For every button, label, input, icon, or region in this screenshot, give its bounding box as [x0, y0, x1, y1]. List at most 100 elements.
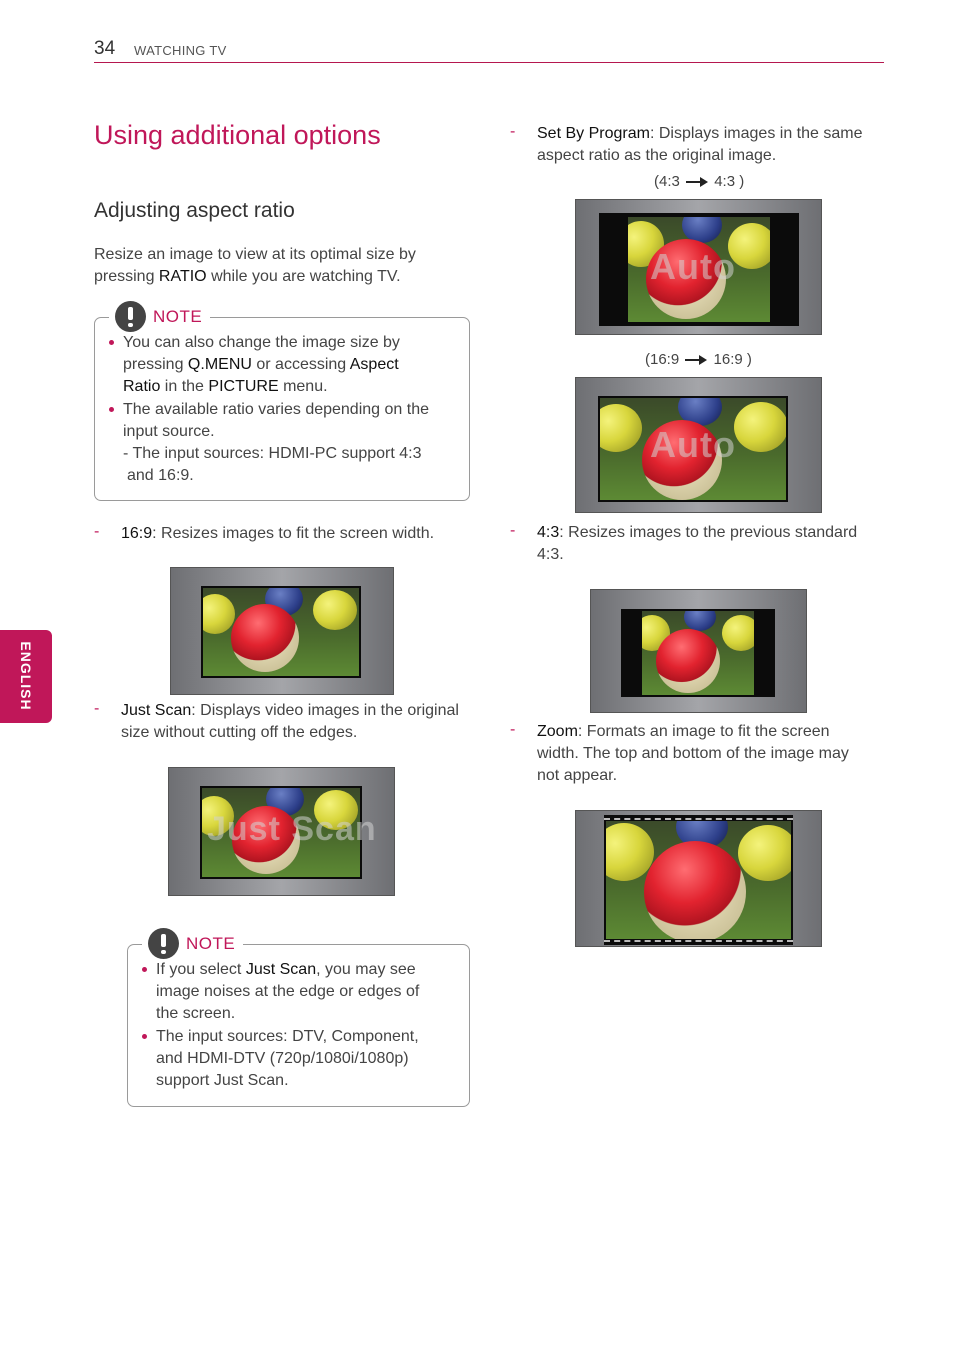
intro-text-end: while you are watching TV.: [206, 268, 401, 285]
billiard-scene: [203, 588, 359, 676]
option-169-desc: : Resizes images to fit the screen width…: [152, 525, 435, 542]
auto-watermark: Auto: [650, 424, 736, 465]
note2-b2-line1: The input sources: DTV, Component,: [156, 1028, 419, 1045]
note1-bullet-1: You can also change the image size by pr…: [123, 332, 463, 398]
ratio-from: (16:9: [645, 351, 680, 368]
note2-b1-line2: image noises at the edge or edges of: [156, 983, 420, 1000]
option-zoom: Zoom: Formats an image to fit the screen…: [537, 721, 897, 787]
billiard-scene: [628, 217, 770, 322]
note-label-2: NOTE: [186, 933, 236, 953]
intro-paragraph: Resize an image to view at its optimal s…: [94, 244, 454, 288]
note1-bullet-2: The available ratio varies depending on …: [123, 399, 463, 487]
option-setbyprogram-desc2: aspect ratio as the original image.: [537, 147, 777, 164]
yellow-ball: [606, 823, 654, 881]
dash-marker: -: [94, 523, 100, 540]
bullet-icon: [109, 407, 114, 412]
note1-b1-line3: Ratio in the PICTURE menu.: [123, 376, 463, 398]
section-name: WATCHING TV: [134, 43, 227, 58]
note1-b1-line1: You can also change the image size by: [123, 334, 400, 351]
billiard-scene: [642, 611, 754, 695]
section-heading: Adjusting aspect ratio: [94, 199, 295, 222]
exclamation-icon: [115, 301, 146, 332]
intro-text: Resize an image to view at its optimal s…: [94, 246, 416, 285]
bullet-icon: [109, 340, 114, 345]
option-setbyprogram-key: Set By Program: [537, 125, 650, 142]
yellow-ball: [202, 796, 234, 836]
justscan-watermark: Just Scan: [207, 810, 377, 848]
tv-screen: [201, 586, 361, 678]
dash-marker: -: [510, 721, 516, 738]
option-43: 4:3: Resizes images to the previous stan…: [537, 522, 897, 566]
crop-edge-top: [604, 818, 793, 820]
option-169: 16:9: Resizes images to fit the screen w…: [121, 523, 471, 545]
t: If you select: [156, 961, 246, 978]
right-arrow-icon: [685, 355, 708, 366]
note1-b1-line2: pressing Q.MENU or accessing Aspect: [123, 354, 463, 376]
yellow-ball: [313, 590, 357, 630]
billiard-scene: [202, 788, 360, 877]
note1-b2-line1: The available ratio varies depending on …: [123, 401, 429, 418]
option-zoom-desc1: : Formats an image to fit the screen: [577, 723, 830, 740]
ratio-to: 4:3 ): [714, 173, 745, 190]
justscan-word: Just Scan: [245, 961, 317, 978]
blue-ball: [684, 611, 716, 631]
auto-watermark: Auto: [650, 246, 736, 287]
option-justscan-desc2: size without cutting off the edges.: [121, 724, 358, 741]
tv-screen: [604, 815, 793, 945]
ratio-caption-169: (16:9 16:9 ): [645, 349, 752, 371]
tv-image-43: [590, 589, 807, 713]
note1-b2-line3: - The input sources: HDMI-PC support 4:3: [123, 445, 422, 462]
note-header-2: NOTE: [142, 928, 244, 959]
yellow-ball: [722, 615, 754, 651]
yellow-ball: [314, 790, 358, 830]
tv-image-zoom: [575, 810, 822, 947]
red-ball: [646, 239, 726, 319]
billiard-scene: [606, 821, 791, 939]
option-zoom-desc3: not appear.: [537, 767, 618, 784]
dash-marker: -: [510, 522, 516, 539]
note2-bullet-1: If you select Just Scan, you may see ima…: [156, 959, 466, 1025]
ratio-caption-43: (4:3 4:3 ): [654, 171, 744, 193]
yellow-ball: [600, 404, 642, 452]
note-box-2: [127, 944, 470, 1107]
red-ball: [231, 604, 299, 672]
option-zoom-desc2: width. The top and bottom of the image m…: [537, 745, 849, 762]
tv-image-169: [170, 567, 394, 695]
bullet-icon: [142, 1034, 147, 1039]
option-justscan: Just Scan: Displays video images in the …: [121, 700, 481, 744]
option-justscan-key: Just Scan: [121, 702, 192, 719]
option-169-key: 16:9: [121, 525, 153, 542]
note2-b1-line3: the screen.: [156, 1005, 236, 1022]
tv-image-justscan: Just Scan: [168, 767, 395, 896]
option-setbyprogram: Set By Program: Displays images in the s…: [537, 123, 887, 167]
red-ball: [642, 420, 722, 500]
note-label-1: NOTE: [153, 306, 203, 326]
page-number: 34: [94, 38, 116, 59]
exclamation-icon: [148, 928, 179, 959]
right-arrow-icon: [686, 177, 709, 188]
page-title: Using additional options: [94, 120, 381, 150]
note1-b2-line2: input source.: [123, 423, 215, 440]
yellow-ball: [203, 594, 235, 634]
language-tab: ENGLISH: [0, 630, 52, 723]
t: or accessing: [251, 356, 350, 373]
bullet-icon: [142, 967, 147, 972]
tv-screen: [598, 396, 788, 502]
dash-marker: -: [510, 123, 516, 140]
dash-marker: -: [94, 700, 100, 717]
crop-edge-bottom: [604, 940, 793, 942]
billiard-scene: [600, 398, 786, 500]
t: , you may see: [316, 961, 416, 978]
option-43-desc1: : Resizes images to the previous standar…: [559, 524, 858, 541]
option-43-desc2: 4:3.: [537, 546, 564, 563]
ratio-from: (4:3: [654, 173, 680, 190]
red-ball: [656, 629, 720, 693]
picture-key: PICTURE: [208, 378, 279, 395]
language-tab-label: ENGLISH: [18, 641, 34, 711]
tv-image-setbyprogram-43: Auto: [575, 199, 822, 335]
aspect-key: Aspect: [349, 356, 399, 373]
tv-screen: [200, 786, 362, 879]
option-setbyprogram-desc1: : Displays images in the same: [649, 125, 863, 142]
ratio-key: RATIO: [158, 268, 207, 285]
header-divider: [94, 62, 884, 63]
